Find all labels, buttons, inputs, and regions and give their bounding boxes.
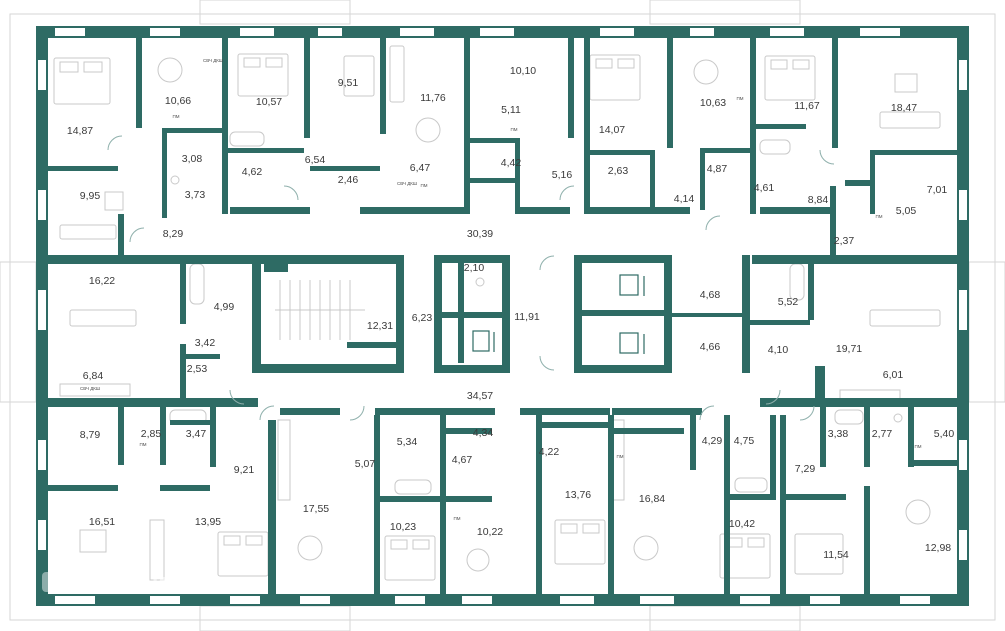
room-area-label: 6,54 xyxy=(305,154,326,166)
room-area-label: 10,10 xyxy=(510,65,536,77)
watermark-logo xyxy=(42,572,64,592)
room-area-label: 4,66 xyxy=(700,341,721,353)
room-area-label: 4,75 xyxy=(734,435,755,447)
room-area-label: 2,53 xyxy=(187,363,208,375)
room-area-label: 10,66 xyxy=(165,95,191,107)
room-area-label: 4,14 xyxy=(674,193,695,205)
room-area-label: 11,67 xyxy=(794,100,820,112)
fixture-tag: ПМ xyxy=(737,96,744,101)
room-area-label: 7,01 xyxy=(927,184,948,196)
room-area-label: 6,47 xyxy=(410,162,431,174)
room-area-label: 3,38 xyxy=(828,428,849,440)
fixture-tag: ПМ xyxy=(454,516,461,521)
room-area-label: 13,76 xyxy=(565,489,591,501)
room-area-label: 4,22 xyxy=(539,446,560,458)
fixture-tag: ПМ xyxy=(140,442,147,447)
windows-layer xyxy=(38,28,967,604)
room-area-label: 4,29 xyxy=(702,435,723,447)
fixture-tag: ПМ xyxy=(617,454,624,459)
room-area-label: 4,62 xyxy=(242,166,263,178)
room-area-label: 12,98 xyxy=(925,542,951,554)
room-area-label: 4,67 xyxy=(452,454,473,466)
room-area-label: 6,23 xyxy=(412,312,433,324)
room-area-label: 11,91 xyxy=(514,311,540,323)
fixture-tags: СВЧ ДКШ ПМ СВЧ ДКШ ПМ ПМ ПМ ПМ СВЧ ДКШ ПМ ПМ ПМ ПМ xyxy=(80,58,922,521)
room-area-label: 14,07 xyxy=(599,124,625,136)
room-area-label: 10,57 xyxy=(256,96,282,108)
room-area-label: 19,71 xyxy=(836,343,862,355)
room-area-label: 17,55 xyxy=(303,503,329,515)
room-area-label: 10,22 xyxy=(477,526,503,538)
room-area-label: 5,05 xyxy=(896,205,917,217)
room-area-label: 4,68 xyxy=(700,289,721,301)
fixture-tag: ПМ xyxy=(421,183,428,188)
room-area-label: 10,63 xyxy=(700,97,726,109)
room-area-label: 34,57 xyxy=(467,390,493,402)
room-area-label: 4,42 xyxy=(501,157,522,169)
doors-layer xyxy=(107,135,835,421)
room-area-label: 5,11 xyxy=(501,104,521,116)
room-area-label: 2,63 xyxy=(608,165,629,177)
room-area-label: 3,42 xyxy=(195,337,216,349)
room-area-label: 4,87 xyxy=(707,163,728,175)
elevator-icon xyxy=(472,274,645,354)
room-area-label: 16,22 xyxy=(89,275,115,287)
room-area-label: 5,52 xyxy=(778,296,799,308)
room-area-label: 4,34 xyxy=(473,427,494,439)
room-area-label: 8,79 xyxy=(80,429,101,441)
fixture-tag: ПМ xyxy=(876,214,883,219)
room-area-label: 11,76 xyxy=(420,92,446,104)
fixture-tag: ПМ xyxy=(173,114,180,119)
room-area-label: 3,47 xyxy=(186,428,207,440)
room-area-label: 2,46 xyxy=(338,174,359,186)
fixture-tag: ПМ xyxy=(511,127,518,132)
room-area-label: 5,16 xyxy=(552,169,573,181)
room-area-label: 2,77 xyxy=(872,428,893,440)
room-area-label: 9,95 xyxy=(80,190,101,202)
room-area-label: 14,87 xyxy=(67,125,93,137)
fixture-tag: СВЧ ДКШ xyxy=(80,386,100,391)
room-area-label: 9,21 xyxy=(234,464,255,476)
room-area-label: 13,95 xyxy=(195,516,221,528)
room-area-label: 9,51 xyxy=(338,77,359,89)
fixture-tag: СВЧ ДКШ xyxy=(397,181,417,186)
room-area-label: 16,84 xyxy=(639,493,665,505)
room-area-label: 5,07 xyxy=(355,458,376,470)
room-area-label: 16,51 xyxy=(89,516,115,528)
room-area-label: 2,10 xyxy=(464,262,485,274)
room-area-label: 8,84 xyxy=(808,194,829,206)
room-area-label: 4,99 xyxy=(214,301,235,313)
room-area-label: 6,01 xyxy=(883,369,904,381)
room-area-label: 3,08 xyxy=(182,153,203,165)
room-area-label: 18,47 xyxy=(891,102,917,114)
room-area-label: 8,29 xyxy=(163,228,184,240)
room-area-label: 2,85 xyxy=(141,428,162,440)
room-area-labels: 14,87 10,66 10,57 9,51 11,76 10,10 5,11 14,07 10… xyxy=(67,65,955,561)
room-area-label: 4,61 xyxy=(754,182,775,194)
fixture-tag: ПМ xyxy=(915,444,922,449)
room-area-label: 10,23 xyxy=(390,521,416,533)
room-area-label: 30,39 xyxy=(467,228,493,240)
fixture-tag: СВЧ ДКШ xyxy=(203,58,223,63)
room-area-label: 11,54 xyxy=(823,549,849,561)
room-area-label: 4,10 xyxy=(768,344,789,356)
room-area-label: 7,29 xyxy=(795,463,816,475)
room-area-label: 5,34 xyxy=(397,436,418,448)
room-area-label: 2,37 xyxy=(834,235,855,247)
room-area-label: 5,40 xyxy=(934,428,955,440)
room-area-label: 12,31 xyxy=(367,320,393,332)
room-area-label: 10,42 xyxy=(729,518,755,530)
room-area-label: 6,84 xyxy=(83,370,104,382)
watermark-text: ДОМКЛИК xyxy=(68,574,184,595)
room-area-label: 3,73 xyxy=(185,189,206,201)
